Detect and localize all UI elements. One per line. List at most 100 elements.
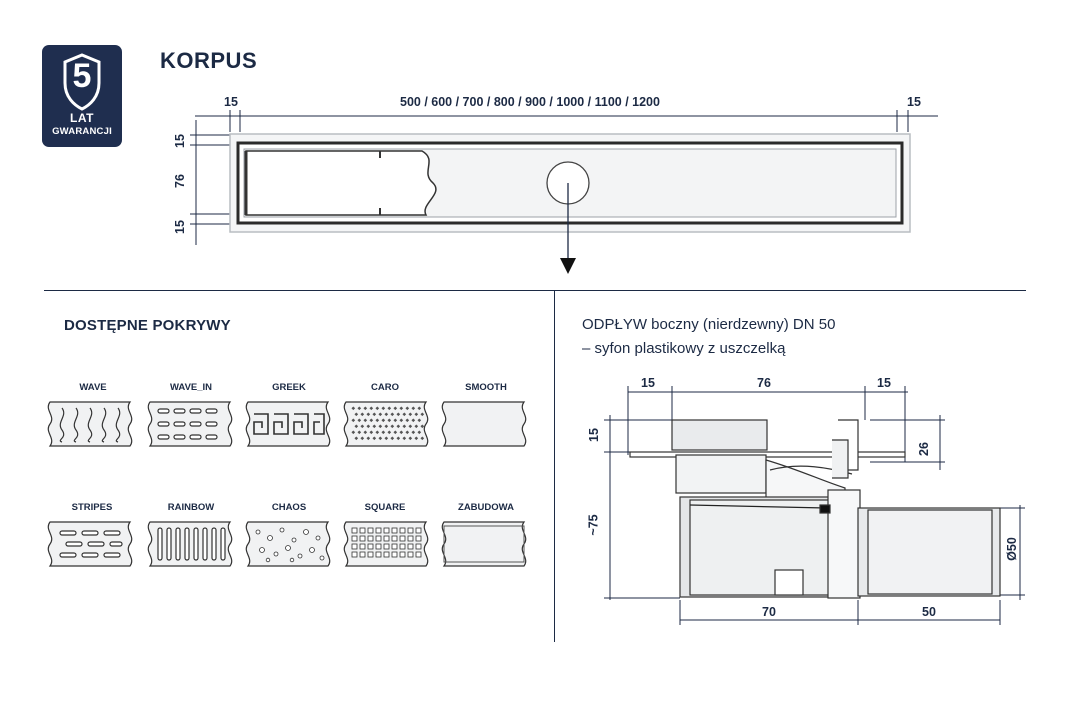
- caro-dot: [408, 412, 413, 417]
- caro-dot: [360, 412, 365, 417]
- cover-greek: [245, 401, 331, 447]
- vertical-divider: [554, 290, 555, 642]
- outlet-title-2: – syfon plastikowy z uszczelką: [582, 340, 786, 357]
- caro-dot: [360, 424, 365, 429]
- square-hole: [359, 551, 366, 558]
- square-hole: [367, 543, 374, 550]
- cover-label-chaos: CHAOS: [271, 502, 307, 513]
- caro-dot: [381, 430, 386, 435]
- cover-label-greek: GREEK: [272, 382, 306, 393]
- caro-dot: [414, 424, 419, 429]
- caro-dot: [372, 436, 377, 441]
- caro-dot: [363, 418, 368, 423]
- caro-dot: [402, 412, 407, 417]
- square-hole: [407, 551, 414, 558]
- shield-icon: [63, 53, 101, 111]
- cover-label-rainbow: RAINBOW: [167, 502, 215, 513]
- caro-dot: [405, 406, 410, 411]
- caro-dot: [375, 406, 380, 411]
- caro-dot: [420, 424, 425, 429]
- square-hole: [399, 551, 406, 558]
- square-hole: [351, 535, 358, 542]
- caro-dot: [411, 430, 416, 435]
- square-hole: [407, 535, 414, 542]
- square-hole: [375, 543, 382, 550]
- caro-dot: [393, 418, 398, 423]
- caro-dot: [384, 412, 389, 417]
- square-hole: [383, 527, 390, 534]
- warranty-badge: 5 LAT GWARANCJI: [42, 45, 122, 147]
- caro-dot: [420, 436, 425, 441]
- caro-dot: [381, 418, 386, 423]
- caro-dot: [366, 436, 371, 441]
- square-hole: [391, 527, 398, 534]
- caro-dot: [357, 418, 362, 423]
- outlet-dim-right-26: 26: [916, 442, 931, 456]
- cover-label-square: SQUARE: [364, 502, 406, 513]
- outlet-dim-bottom-70: 70: [762, 605, 776, 619]
- square-hole: [383, 551, 390, 558]
- caro-dot: [390, 412, 395, 417]
- square-hole: [375, 551, 382, 558]
- square-hole: [399, 543, 406, 550]
- caro-dot: [396, 424, 401, 429]
- caro-dot: [405, 430, 410, 435]
- caro-dot: [387, 430, 392, 435]
- caro-dot: [402, 436, 407, 441]
- cover-label-wave-in: WAVE_IN: [169, 382, 213, 393]
- caro-dot: [402, 424, 407, 429]
- dim-left: 15: [224, 95, 238, 109]
- korpus-title: KORPUS: [160, 48, 258, 73]
- caro-dot: [354, 436, 359, 441]
- caro-dot: [417, 430, 422, 435]
- cover-caro: [343, 401, 429, 447]
- caro-dot: [399, 418, 404, 423]
- caro-dot: [390, 424, 395, 429]
- square-hole: [375, 527, 382, 534]
- covers-drawings: [47, 401, 527, 567]
- caro-dot: [357, 430, 362, 435]
- caro-dot: [363, 430, 368, 435]
- outlet-dim-diameter: Ø50: [1004, 537, 1019, 561]
- square-hole: [359, 527, 366, 534]
- outlet-title-1: ODPŁYW boczny (nierdzewny) DN 50: [582, 316, 836, 333]
- horizontal-divider: [44, 290, 1026, 291]
- caro-dot: [408, 424, 413, 429]
- caro-dot: [417, 418, 422, 423]
- caro-dot: [411, 418, 416, 423]
- covers-title: DOSTĘPNE POKRYWY: [64, 317, 231, 334]
- square-hole: [415, 551, 422, 558]
- outlet-dim-left-15: 15: [586, 428, 601, 442]
- cover-rainbow: [147, 521, 233, 567]
- square-hole: [351, 543, 358, 550]
- caro-dot: [354, 412, 359, 417]
- caro-dot: [396, 436, 401, 441]
- outlet-dim-top-left: 15: [641, 376, 655, 390]
- square-hole: [367, 551, 374, 558]
- caro-dot: [357, 406, 362, 411]
- cover-stripes: [47, 521, 133, 567]
- caro-dot: [420, 412, 425, 417]
- caro-dot: [387, 406, 392, 411]
- square-hole: [383, 543, 390, 550]
- caro-dot: [369, 406, 374, 411]
- outlet-dim-top-right: 15: [877, 376, 891, 390]
- cover-square: [343, 521, 429, 567]
- square-hole: [391, 551, 398, 558]
- cover-wave-in: [147, 401, 233, 447]
- cover-chaos: [245, 521, 331, 567]
- square-hole: [351, 551, 358, 558]
- caro-dot: [384, 436, 389, 441]
- square-hole: [351, 527, 358, 534]
- caro-dot: [351, 430, 356, 435]
- dim-lengths: 500 / 600 / 700 / 800 / 900 / 1000 / 110…: [400, 95, 660, 109]
- square-hole: [415, 543, 422, 550]
- square-hole: [367, 535, 374, 542]
- caro-dot: [360, 436, 365, 441]
- square-hole: [391, 535, 398, 542]
- outlet-dim-top-mid: 76: [757, 376, 771, 390]
- square-hole: [367, 527, 374, 534]
- square-hole: [407, 527, 414, 534]
- square-hole: [391, 543, 398, 550]
